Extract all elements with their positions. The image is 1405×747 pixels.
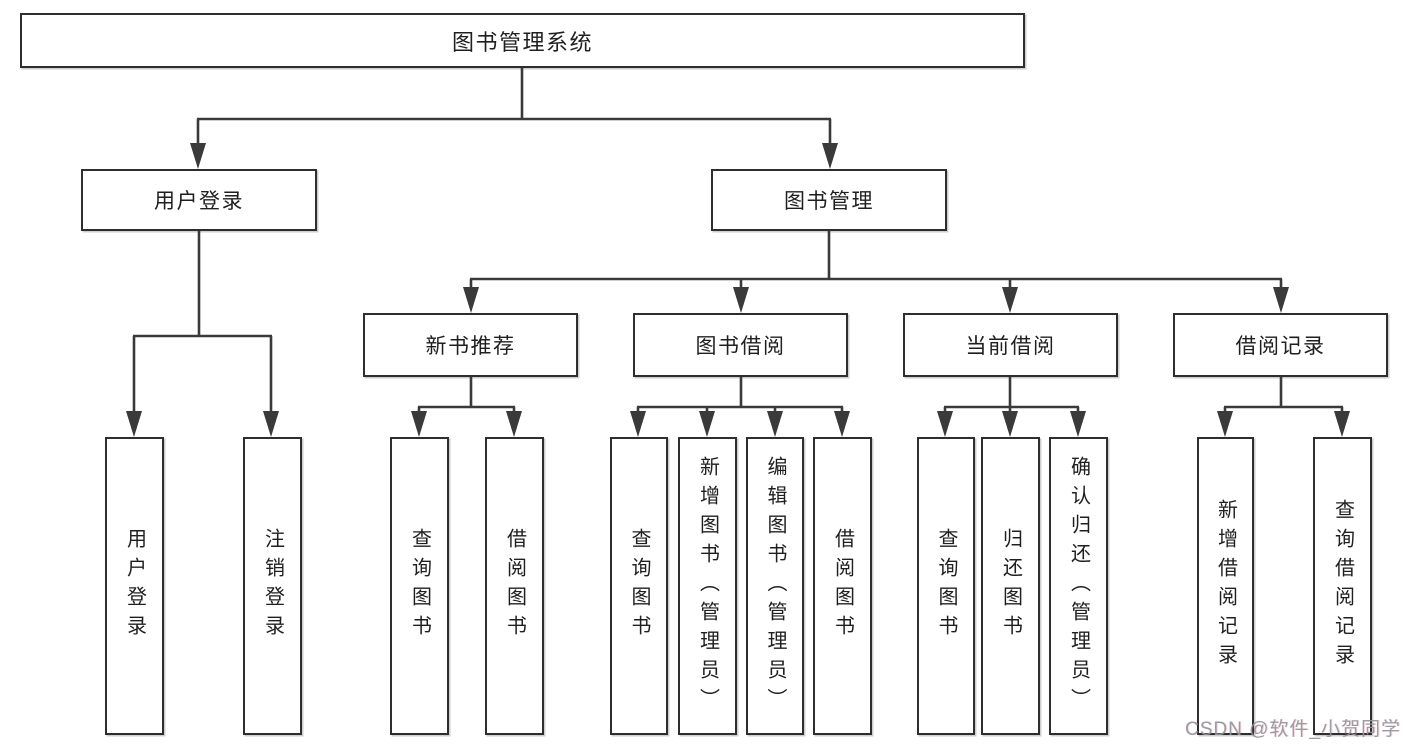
leaf-query-books-current: 查询图书 bbox=[917, 437, 975, 735]
node-label: 新增借阅记录 bbox=[1214, 499, 1237, 673]
node-label: 归还图书 bbox=[999, 528, 1022, 644]
node-label: 借阅图书 bbox=[831, 528, 854, 644]
connector-root-to-branches bbox=[196, 68, 832, 148]
node-label: 图书管理 bbox=[784, 190, 874, 213]
leaf-add-borrow-record: 新增借阅记录 bbox=[1197, 437, 1254, 735]
node-borrow-records: 借阅记录 bbox=[1173, 313, 1388, 377]
node-label: 图书借阅 bbox=[695, 335, 786, 358]
node-label: 用户登录 bbox=[154, 190, 244, 213]
leaf-return-book: 归还图书 bbox=[981, 437, 1040, 735]
node-book-borrow: 图书借阅 bbox=[633, 313, 848, 377]
connector-group-borrow bbox=[636, 377, 844, 416]
node-label: 新书推荐 bbox=[425, 335, 516, 358]
node-label: 确认归还（管理员） bbox=[1067, 455, 1090, 717]
leaf-edit-book-admin: 编辑图书（管理员） bbox=[746, 437, 804, 735]
leaf-add-book-admin: 新增图书（管理员） bbox=[678, 437, 737, 735]
connector-user-login-children bbox=[132, 231, 273, 416]
node-label: 查询图书 bbox=[408, 528, 431, 644]
node-label: 查询借阅记录 bbox=[1331, 499, 1354, 673]
node-label: 新增图书（管理员） bbox=[696, 455, 719, 717]
leaf-logout: 注销登录 bbox=[243, 437, 302, 735]
node-label: 借阅记录 bbox=[1235, 335, 1326, 358]
node-label: 用户登录 bbox=[123, 528, 146, 644]
connector-group-records bbox=[1223, 377, 1344, 416]
connector-group-current bbox=[943, 377, 1080, 416]
csdn-watermark: CSDN @软件_小贺同学 bbox=[1185, 719, 1401, 740]
node-user-login: 用户登录 bbox=[81, 169, 317, 231]
node-label: 当前借阅 bbox=[965, 335, 1056, 358]
connector-group-recommend bbox=[417, 377, 516, 416]
node-label: 图书管理系统 bbox=[451, 29, 593, 55]
leaf-query-books-recommend: 查询图书 bbox=[390, 437, 449, 735]
leaf-borrow-books: 借阅图书 bbox=[813, 437, 872, 735]
leaf-query-books-borrow: 查询图书 bbox=[610, 437, 668, 735]
node-library-system: 图书管理系统 bbox=[20, 13, 1025, 68]
node-book-management: 图书管理 bbox=[711, 169, 947, 231]
node-new-book-recommend: 新书推荐 bbox=[363, 313, 578, 377]
node-label: 注销登录 bbox=[261, 528, 284, 644]
node-label: 查询图书 bbox=[935, 528, 957, 644]
node-label: 编辑图书（管理员） bbox=[764, 455, 786, 717]
node-label: 借阅图书 bbox=[503, 528, 526, 644]
leaf-confirm-return-admin: 确认归还（管理员） bbox=[1049, 437, 1108, 735]
connector-book-management-groups bbox=[469, 231, 1283, 292]
leaf-query-borrow-record: 查询借阅记录 bbox=[1313, 437, 1372, 735]
leaf-user-login: 用户登录 bbox=[105, 437, 164, 735]
leaf-borrow-books-recommend: 借阅图书 bbox=[485, 437, 544, 735]
node-current-borrow: 当前借阅 bbox=[903, 313, 1118, 377]
node-label: 查询图书 bbox=[628, 528, 650, 644]
